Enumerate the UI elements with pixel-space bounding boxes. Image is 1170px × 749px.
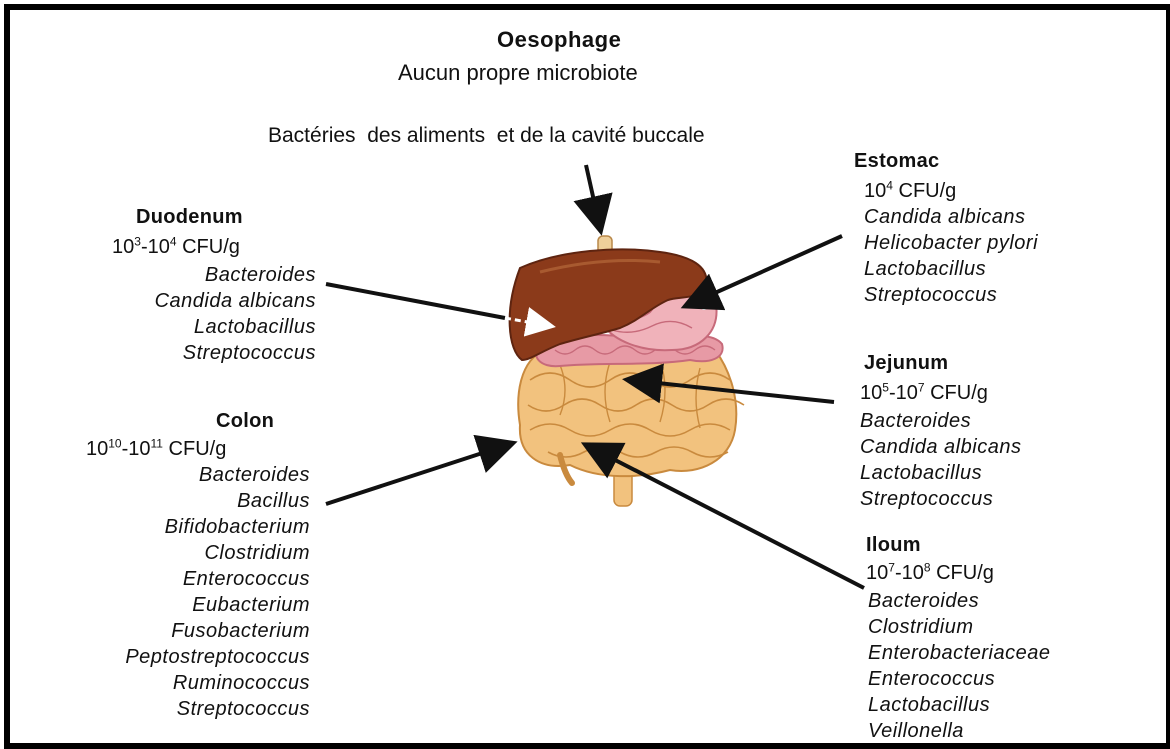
colon-species-item: Bacillus <box>237 488 310 514</box>
estomac-title: Estomac <box>854 150 939 173</box>
duodenum-species-item: Bacteroides <box>205 262 316 288</box>
estomac-count: 104 CFU/g <box>864 180 956 203</box>
arrow-estomac <box>688 236 842 305</box>
colon-species-item: Bacteroides <box>199 462 310 488</box>
colon-species-item: Bifidobacterium <box>165 514 310 540</box>
jejunum-count: 105-107 CFU/g <box>860 382 988 405</box>
ileum-species-item: Enterobacteriaceae <box>868 640 1050 666</box>
oesophage-note: Bactéries des aliments et de la cavité b… <box>268 124 705 148</box>
jejunum-species-item: Bacteroides <box>860 408 971 434</box>
ileum-count: 107-108 CFU/g <box>866 562 994 585</box>
ileum-species-item: Bacteroides <box>868 588 979 614</box>
colon-count: 1010-1011 CFU/g <box>86 438 226 461</box>
jejunum-species-item: Streptococcus <box>860 486 993 512</box>
jejunum-species-item: Lactobacillus <box>860 460 982 486</box>
duodenum-title: Duodenum <box>136 206 243 229</box>
ileum-title: Iloum <box>866 534 921 557</box>
duodenum-species-item: Lactobacillus <box>194 314 316 340</box>
ileum-species-item: Lactobacillus <box>868 692 990 718</box>
duodenum-species-item: Candida albicans <box>155 288 316 314</box>
arrow-duodenum <box>326 284 505 318</box>
colon-species-item: Fusobacterium <box>171 618 310 644</box>
oesophage-title: Oesophage <box>497 27 621 53</box>
colon-species-item: Eubacterium <box>192 592 310 618</box>
estomac-species-item: Lactobacillus <box>864 256 986 282</box>
colon-title: Colon <box>216 410 274 433</box>
colon-species-item: Peptostreptococcus <box>125 644 310 670</box>
arrow-ileum <box>588 446 864 588</box>
arrow-oesophagus <box>586 165 600 228</box>
colon-species-item: Streptococcus <box>177 696 310 722</box>
estomac-species-item: Candida albicans <box>864 204 1025 230</box>
jejunum-species-item: Candida albicans <box>860 434 1021 460</box>
estomac-species-item: Streptococcus <box>864 282 997 308</box>
duodenum-count: 103-104 CFU/g <box>112 236 240 259</box>
estomac-species-item: Helicobacter pylori <box>864 230 1038 256</box>
ileum-species-item: Veillonella <box>868 718 964 744</box>
oesophage-subtitle: Aucun propre microbiote <box>398 60 638 86</box>
colon-species-item: Clostridium <box>204 540 310 566</box>
ileum-species-item: Clostridium <box>868 614 974 640</box>
arrow-colon <box>326 444 510 504</box>
colon-species-item: Enterococcus <box>183 566 310 592</box>
colon-species-item: Ruminococcus <box>173 670 310 696</box>
duodenum-species-item: Streptococcus <box>183 340 316 366</box>
jejunum-title: Jejunum <box>864 352 948 375</box>
ileum-species-item: Enterococcus <box>868 666 995 692</box>
